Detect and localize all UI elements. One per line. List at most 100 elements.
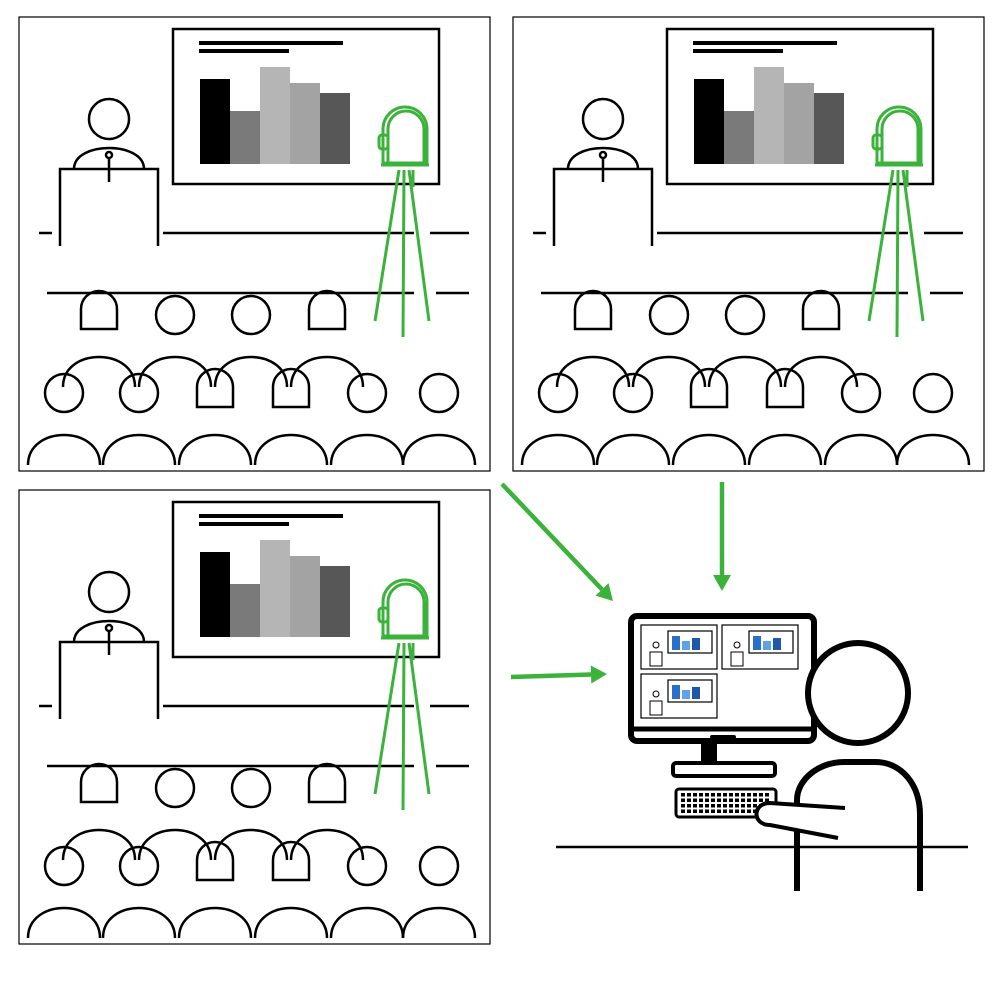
tile-bar	[682, 690, 690, 699]
audience-person-icon	[101, 372, 177, 466]
audience	[26, 762, 477, 939]
video-tile	[640, 624, 718, 670]
key	[717, 798, 721, 802]
key	[717, 804, 721, 808]
key	[765, 798, 769, 802]
key	[723, 793, 727, 797]
lecture-room-3	[18, 489, 491, 945]
tile-bar	[753, 636, 761, 650]
audience-person-icon	[177, 840, 253, 939]
key	[747, 804, 751, 808]
monitor-stand	[701, 744, 717, 766]
key	[693, 804, 697, 808]
camera-icon	[373, 105, 431, 338]
remote-viewer-workstation	[556, 613, 968, 891]
key	[681, 793, 685, 797]
monitor-base	[671, 761, 777, 778]
stream-arrow	[500, 482, 613, 601]
audience-person-icon	[329, 845, 405, 939]
key	[741, 804, 745, 808]
key	[687, 809, 691, 813]
key	[681, 804, 685, 808]
camera-icon	[373, 578, 431, 811]
key	[711, 809, 715, 813]
audience-person-icon	[329, 372, 405, 466]
speaker-icon	[566, 97, 640, 170]
key	[699, 793, 703, 797]
audience-person-icon	[101, 845, 177, 939]
slide-bar-chart	[200, 540, 350, 637]
key	[765, 793, 769, 797]
key	[693, 809, 697, 813]
key	[711, 793, 715, 797]
audience-person-icon	[401, 372, 477, 466]
slide-bar	[260, 540, 290, 637]
key	[687, 793, 691, 797]
tripod-leg	[407, 642, 431, 795]
key	[699, 804, 703, 808]
tripod-leg	[407, 169, 431, 322]
key	[687, 798, 691, 802]
tile-bar	[763, 641, 771, 650]
key	[705, 793, 709, 797]
lectern-icon	[58, 623, 160, 719]
tile-lectern	[649, 651, 663, 667]
key	[705, 809, 709, 813]
key	[717, 809, 721, 813]
slide-bar	[754, 67, 784, 164]
speaker-icon	[72, 570, 146, 643]
tile-bar	[672, 685, 680, 699]
key	[711, 798, 715, 802]
audience-person-icon	[401, 845, 477, 939]
slide-bar	[694, 79, 724, 164]
viewer-person-icon	[754, 640, 923, 891]
tripod-leg	[401, 169, 406, 338]
slide-bar-chart	[200, 67, 350, 164]
tile-lectern	[730, 651, 744, 667]
key	[699, 809, 703, 813]
key	[717, 793, 721, 797]
tile-bar	[692, 638, 700, 650]
audience	[26, 289, 477, 466]
key	[747, 793, 751, 797]
lecture-room-panels	[18, 16, 985, 945]
slide-bar	[724, 111, 754, 164]
key	[735, 798, 739, 802]
keyboard-icon	[674, 787, 778, 819]
lecture-room-1	[18, 16, 491, 472]
speaker-icon	[72, 97, 146, 170]
key	[741, 809, 745, 813]
key	[693, 793, 697, 797]
key	[729, 793, 733, 797]
audience-person-icon	[177, 367, 253, 466]
key	[681, 809, 685, 813]
key	[735, 809, 739, 813]
slide-bar	[230, 584, 260, 637]
slide-bar	[290, 556, 320, 637]
video-tile	[721, 624, 799, 670]
slide-bar	[230, 111, 260, 164]
key	[723, 804, 727, 808]
key	[753, 798, 757, 802]
audience-person-icon	[520, 372, 596, 466]
stream-arrow	[510, 665, 607, 684]
audience-person-icon	[253, 840, 329, 939]
key	[747, 809, 751, 813]
tile-speaker	[652, 690, 660, 698]
key	[723, 798, 727, 802]
arrowhead	[590, 665, 607, 684]
stream-arrows	[500, 482, 731, 684]
video-tile	[640, 673, 718, 719]
key	[705, 804, 709, 808]
audience-person-icon	[895, 372, 971, 466]
audience-person-icon	[26, 845, 102, 939]
lectern-icon	[552, 150, 654, 246]
slide-bar	[200, 79, 230, 164]
audience-person-icon	[595, 372, 671, 466]
tripod-leg	[373, 642, 401, 795]
key	[711, 804, 715, 808]
key	[741, 793, 745, 797]
key	[699, 798, 703, 802]
tripod-leg	[867, 169, 895, 322]
